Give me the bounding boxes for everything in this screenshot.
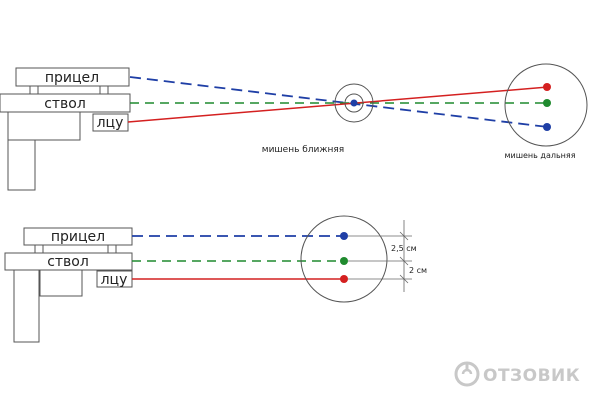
dimension-label-lower: 2 см	[409, 266, 427, 275]
top-laser-label: лцу	[97, 115, 124, 131]
bottom-diagram: прицел ствол лцу 2,5 см 2 см	[4, 215, 427, 343]
far-target-circle	[504, 63, 588, 147]
top-sight-line	[129, 76, 549, 128]
near-target-inner-ring	[344, 93, 364, 113]
bottom-laser-label: лцу	[101, 272, 128, 288]
watermark-text: ОТЗОВИК	[483, 366, 580, 386]
near-target-center-dot	[350, 99, 358, 107]
top-sight-mount-left	[29, 85, 39, 95]
top-trigger-block	[7, 111, 81, 141]
far-target-green-dot	[543, 99, 551, 107]
near-target	[334, 83, 374, 123]
top-diagram: прицел ствол лцу мишень ближняя мишень д…	[0, 63, 588, 191]
near-target-outer-ring	[334, 83, 374, 123]
bottom-target-red-dot	[340, 275, 348, 283]
dimension-tick-2	[399, 256, 409, 266]
bottom-target-circle	[300, 215, 388, 303]
bottom-target	[300, 215, 388, 303]
dimension-label-upper: 2,5 см	[391, 244, 417, 253]
top-sight-mount-right	[99, 85, 109, 95]
dimension-markers	[348, 220, 412, 292]
top-laser-line	[127, 86, 549, 123]
bottom-barrel-label: ствол	[47, 254, 89, 270]
dimension-tick-3	[399, 274, 409, 284]
top-sight-label: прицел	[45, 70, 99, 86]
near-target-label: мишень ближняя	[262, 145, 344, 155]
bottom-sight-label: прицел	[51, 229, 105, 245]
bottom-sight-mount-left	[34, 244, 44, 254]
far-target-red-dot	[543, 83, 551, 91]
far-target-blue-dot	[543, 123, 551, 131]
bottom-trigger-block	[39, 269, 83, 297]
bottom-target-green-dot	[340, 257, 348, 265]
otzovik-logo-icon	[454, 361, 480, 387]
far-target-label: мишень дальняя	[504, 151, 575, 160]
watermark: ОТЗОВИК	[454, 361, 580, 387]
bottom-sight-mount-right	[107, 244, 117, 254]
top-laser-body	[92, 113, 129, 132]
dimension-tick-1	[399, 231, 409, 241]
far-target	[504, 63, 588, 147]
top-barrel-label: ствол	[44, 96, 86, 112]
bottom-target-blue-dot	[340, 232, 348, 240]
bottom-handle	[13, 269, 40, 343]
top-sight-body	[15, 67, 130, 87]
top-gun	[0, 67, 131, 191]
